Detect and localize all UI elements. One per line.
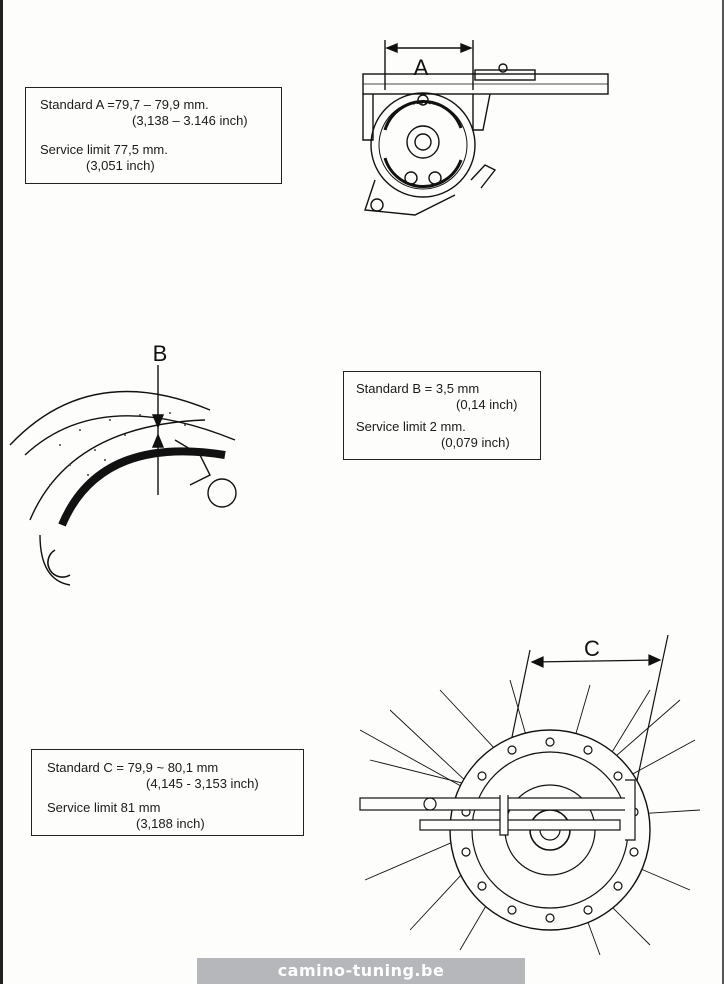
brake-drum-outer [370,92,476,198]
spec-a-standard: Standard A =79,7 – 79,9 mm. [40,97,209,112]
dim-b-label: B [153,341,168,366]
dim-a-arrow-right [460,42,473,54]
figure-a-caliper-drum: A [362,40,609,216]
shoe-return-hook [47,549,71,578]
caliper-c-jaw-right [625,779,636,841]
caliper-c-scale [419,819,621,831]
page-edge-left [0,0,3,984]
shoe-web [58,447,226,527]
lining-texture [49,412,186,486]
dim-a-arrow-left [385,42,398,54]
anchor-bolt [370,198,384,212]
figure-c-wheel-hub: C [359,634,701,956]
shoe-pivot [207,478,237,508]
spec-a-standard-inch: (3,138 – 3.146 inch) [132,113,248,128]
spec-c-limit-inch: (3,188 inch) [136,816,205,831]
dim-c-ext-right [634,634,669,791]
spec-c-standard-inch: (4,145 - 3,153 inch) [146,776,259,791]
brake-hub [406,125,440,159]
spec-b-standard-inch: (0,14 inch) [456,397,518,412]
page-edge-right [722,0,724,984]
figure-b-brake-shoe: B [9,341,237,586]
shoe-base [39,534,71,586]
brake-shoe-upper [383,99,463,131]
shoe-end [174,439,211,486]
lining-outer [24,415,236,456]
spec-b-standard: Standard B = 3,5 mm [356,381,480,396]
brake-shoe-lower [383,157,463,189]
spec-a-limit: Service limit 77,5 mm. [40,142,168,157]
brake-spring [404,102,442,107]
dim-c-label: C [584,636,600,661]
flange-holes [461,737,639,923]
caliper-c-knob [423,797,437,811]
dim-c-arrow-left [530,656,544,668]
watermark-banner: camino-tuning.be [197,958,525,984]
caliper-c-beam [359,797,631,811]
brake-cam-lever [470,164,497,189]
spec-a-limit-inch: (3,051 inch) [86,158,155,173]
spec-b-limit: Service limit 2 mm. [356,419,466,434]
caliper-slider [474,69,536,81]
spec-c-limit: Service limit 81 mm [47,800,161,815]
caliper-jaw-left [362,94,374,141]
caliper-jaw-right [472,93,491,131]
spec-box-a: Standard A =79,7 – 79,9 mm. (3,138 – 3.1… [25,87,282,184]
lining-inner [29,419,206,521]
dim-c-arrow-right [648,654,662,666]
dim-a-label: A [414,55,429,80]
caliper-c-jaw-left [499,795,509,836]
spec-box-b: Standard B = 3,5 mm (0,14 inch) Service … [343,371,541,460]
dim-c-line [531,659,661,663]
dim-b-arrow-up [151,433,165,448]
spec-b-limit-inch: (0,079 inch) [441,435,510,450]
dim-b-arrow-down [151,414,165,429]
shoe-outline-outer [9,390,211,446]
spec-box-c: Standard C = 79,9 ~ 80,1 mm (4,145 - 3,1… [31,749,304,836]
brake-anchor-arm [364,179,456,216]
spec-c-standard: Standard C = 79,9 ~ 80,1 mm [47,760,219,775]
